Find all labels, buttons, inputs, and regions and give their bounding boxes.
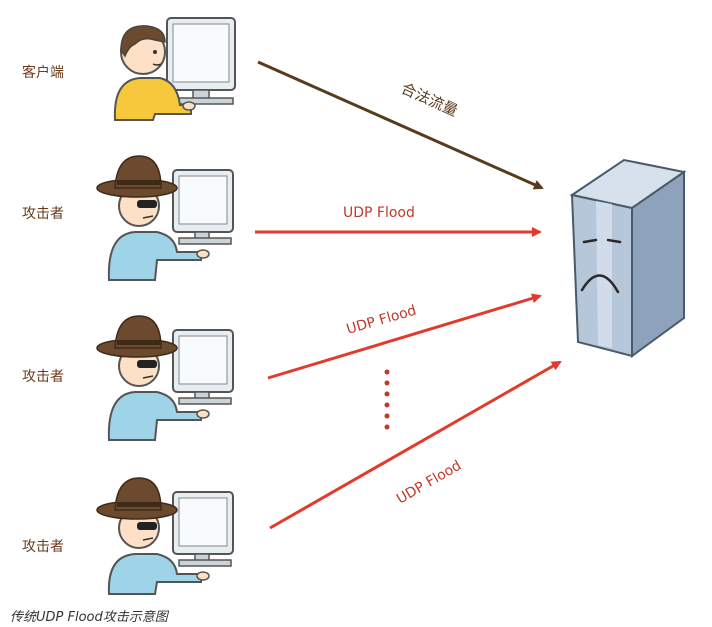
more-attackers-ellipsis — [384, 369, 390, 430]
client-user-icon — [113, 17, 236, 121]
attacker-icon-1 — [96, 155, 234, 281]
client-label: 客户端 — [22, 65, 64, 81]
attacker-label-1: 攻击者 — [22, 206, 64, 222]
legit-traffic-arrow — [257, 60, 544, 190]
figure-caption: 传统UDP Flood攻击示意图 — [10, 610, 168, 625]
udp-flood-arrow-3 — [269, 360, 562, 530]
udp-flood-label-1: UDP Flood — [343, 205, 415, 221]
udp-flood-arrow-2 — [267, 293, 542, 380]
attacker-icon-3 — [96, 477, 234, 595]
legit-traffic-label: 合法流量 — [398, 79, 460, 120]
udp-flood-label-2: UDP Flood — [345, 303, 419, 338]
udp-flood-label-3: UDP Flood — [394, 458, 464, 508]
attacker-icon-2 — [96, 315, 234, 441]
sad-server-icon — [569, 158, 687, 358]
attacker-label-2: 攻击者 — [22, 369, 64, 385]
attacker-label-3: 攻击者 — [22, 539, 64, 555]
